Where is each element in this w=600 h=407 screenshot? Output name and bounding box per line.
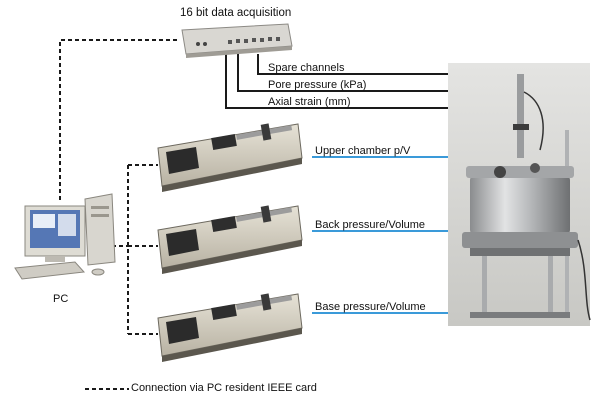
pressure-volume-controller-base — [157, 293, 303, 362]
pore-pressure-label: Pore pressure (kPa) — [268, 79, 367, 91]
upper-chamber-label: Upper chamber p/V — [315, 145, 411, 157]
pressure-volume-controller-back — [157, 205, 303, 274]
pc-computer-icon — [14, 193, 116, 280]
controller-lines — [312, 156, 448, 314]
data-acquisition-label: 16 bit data acquisition — [180, 7, 292, 19]
spare-channels-label: Spare channels — [268, 62, 345, 74]
signal-lines — [225, 54, 448, 109]
pressure-volume-controller-upper — [157, 123, 303, 192]
triaxial-cell-photo — [448, 63, 591, 326]
ieee-dashed-connections — [59, 39, 178, 335]
pc-label: PC — [53, 293, 69, 305]
legend-label: Connection via PC resident IEEE card — [131, 382, 317, 394]
legend-dashed-line-icon — [85, 388, 129, 390]
base-pressure-label: Base pressure/Volume — [315, 301, 426, 313]
back-pressure-label: Back pressure/Volume — [315, 219, 426, 231]
axial-strain-label: Axial strain (mm) — [268, 96, 351, 108]
data-acquisition-unit — [181, 23, 293, 58]
